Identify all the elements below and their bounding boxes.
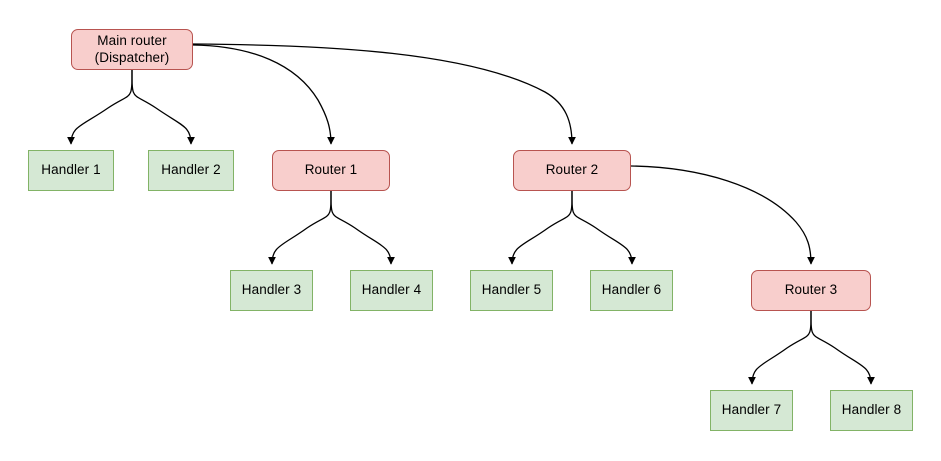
- node-handler-1-label: Handler 1: [41, 162, 101, 178]
- node-router-1[interactable]: Router 1: [272, 150, 390, 191]
- node-handler-7-label: Handler 7: [721, 402, 782, 418]
- edge-router2-to-handler-6: [571, 190, 636, 265]
- node-handler-8-label: Handler 8: [841, 402, 902, 418]
- edge-router1-to-handler-4: [330, 190, 395, 265]
- edge-router3-to-handler-7: [748, 310, 812, 385]
- node-main-router-label: Main router (Dispatcher): [94, 33, 170, 65]
- edge-main-to-router-2: [192, 43, 576, 145]
- node-router-3-label: Router 3: [784, 282, 838, 298]
- node-router-1-label: Router 1: [304, 162, 358, 178]
- node-handler-4[interactable]: Handler 4: [350, 270, 433, 311]
- node-handler-1[interactable]: Handler 1: [28, 150, 114, 191]
- node-handler-6[interactable]: Handler 6: [590, 270, 673, 311]
- node-handler-2[interactable]: Handler 2: [148, 150, 234, 191]
- edge-main-to-handler-1: [67, 69, 133, 145]
- edge-router3-to-handler-8: [810, 310, 875, 385]
- node-router-2[interactable]: Router 2: [513, 150, 631, 191]
- node-handler-7[interactable]: Handler 7: [710, 390, 793, 431]
- node-handler-3[interactable]: Handler 3: [230, 270, 313, 311]
- node-handler-6-label: Handler 6: [601, 282, 662, 298]
- node-router-2-label: Router 2: [545, 162, 599, 178]
- edge-router1-to-handler-3: [268, 190, 332, 265]
- node-main-router[interactable]: Main router (Dispatcher): [71, 29, 193, 70]
- node-handler-2-label: Handler 2: [161, 162, 221, 178]
- node-router-3[interactable]: Router 3: [751, 270, 871, 311]
- node-handler-8[interactable]: Handler 8: [830, 390, 913, 431]
- edge-router2-to-handler-5: [508, 190, 573, 265]
- node-handler-5-label: Handler 5: [481, 282, 542, 298]
- node-handler-4-label: Handler 4: [361, 282, 422, 298]
- node-handler-5[interactable]: Handler 5: [470, 270, 553, 311]
- edge-main-to-router-1: [192, 44, 335, 145]
- edge-router2-to-router-3: [630, 165, 815, 265]
- edge-main-to-handler-2: [131, 69, 195, 145]
- node-handler-3-label: Handler 3: [241, 282, 302, 298]
